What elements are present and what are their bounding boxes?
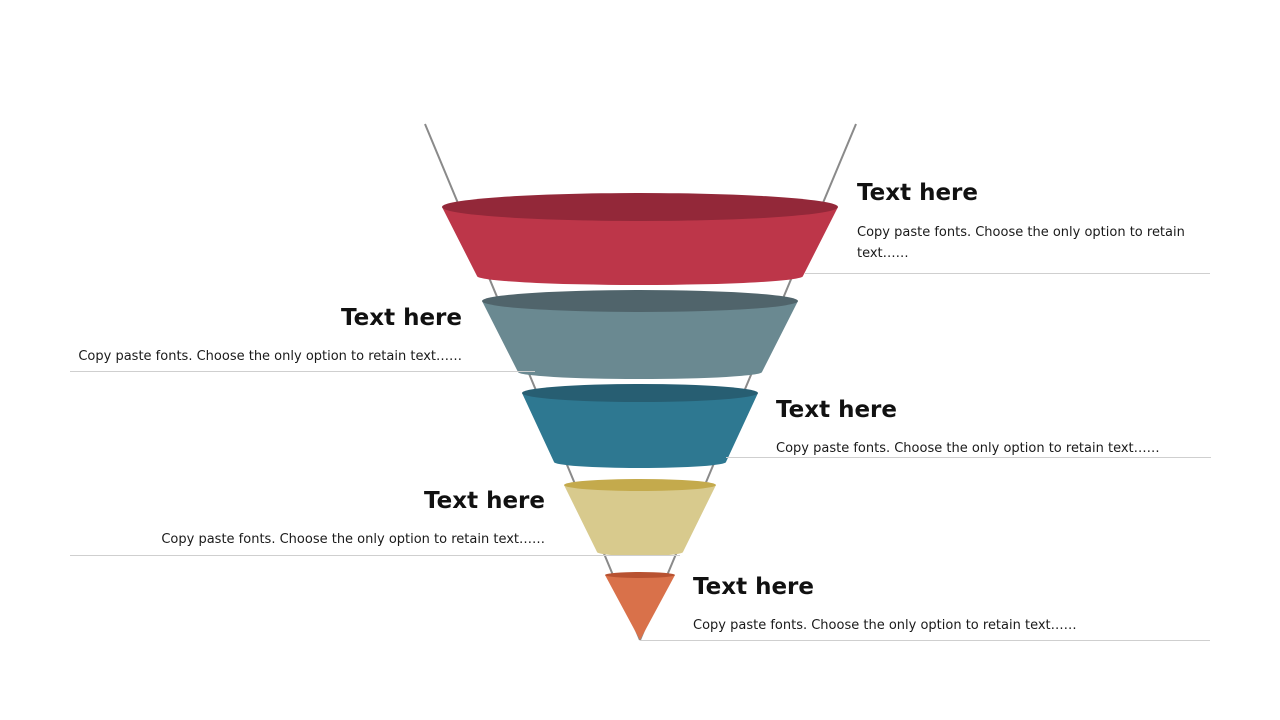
stage-3-rule [726, 457, 1211, 458]
stage-4-rule [70, 555, 680, 556]
stage-5-title: Text here [693, 574, 814, 600]
stage-1-title: Text here [857, 180, 978, 206]
stage-2-description: Copy paste fonts. Choose the only option… [78, 349, 462, 364]
stage-1-description: Copy paste fonts. Choose the only option… [857, 225, 1185, 261]
funnel-segment-2-rim [482, 290, 798, 312]
stage-1-rule [805, 273, 1210, 274]
funnel-segment-5-rim [605, 572, 675, 578]
stage-3-title: Text here [776, 397, 897, 423]
funnel-segment-1-rim [442, 193, 838, 221]
funnel-segment-4-rim [564, 479, 716, 491]
funnel-segment-3 [522, 393, 758, 468]
stage-2-label: Text here Copy paste fonts. Choose the o… [70, 304, 462, 367]
funnel-segment-3-rim [522, 384, 758, 402]
funnel-segment-2 [482, 301, 798, 379]
stage-4-label: Text here Copy paste fonts. Choose the o… [70, 487, 545, 550]
stage-2-title: Text here [341, 305, 462, 331]
stage-5-rule [640, 640, 1210, 641]
stage-4-title: Text here [424, 488, 545, 514]
stage-5-description: Copy paste fonts. Choose the only option… [693, 618, 1077, 633]
stage-4-description: Copy paste fonts. Choose the only option… [161, 532, 545, 547]
stage-2-rule [70, 371, 535, 372]
stage-3-description: Copy paste fonts. Choose the only option… [776, 441, 1160, 456]
stage-1-label: Text here Copy paste fonts. Choose the o… [857, 179, 1187, 264]
stage-5-label: Text here Copy paste fonts. Choose the o… [693, 573, 1113, 636]
funnel-segment-5 [605, 575, 675, 640]
stage-3-label: Text here Copy paste fonts. Choose the o… [776, 396, 1196, 459]
funnel-segment-4 [564, 485, 716, 556]
funnel-segment-1 [442, 207, 838, 285]
